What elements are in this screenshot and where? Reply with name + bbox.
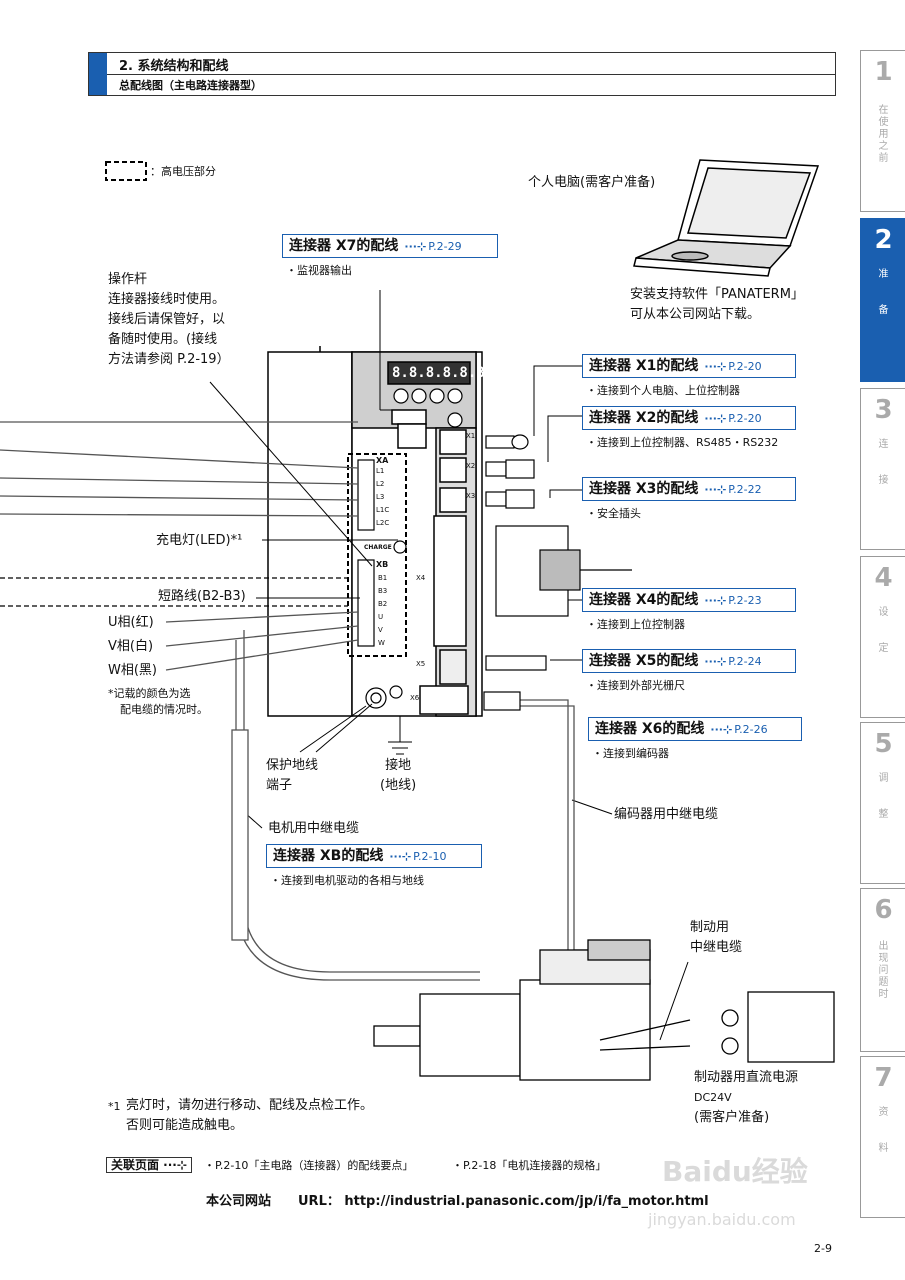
encoder-cable-label: 编码器用中继电缆 [614, 807, 719, 822]
connector-x3-desc: ・安全插头 [586, 507, 641, 520]
w-phase-label: W相(黑) [108, 663, 157, 678]
high-voltage-legend-box [105, 161, 147, 181]
tab-number: 3 [874, 395, 893, 425]
footnote: 亮灯时，请勿进行移动、配线及点检工作。 否则可能造成触电。 [126, 1098, 374, 1133]
section-title: 2. 系统结构和配线 [119, 59, 229, 74]
tab-number: 1 [874, 57, 893, 87]
pc-title: 个人电脑(需客户准备) [528, 175, 656, 190]
tab-3[interactable]: 3 连 接 [860, 388, 905, 550]
charge-label: CHARGE [364, 544, 392, 551]
connector-x1-desc: ・连接到个人电脑、上位控制器 [586, 384, 740, 397]
connector-xb-desc: ・连接到电机驱动的各相与地线 [270, 874, 424, 887]
connector-x4-link[interactable]: 连接器 X4的配线···⊹P.2-23 [582, 588, 796, 612]
watermark: Baidu经验 [662, 1155, 808, 1188]
connector-x1-link[interactable]: 连接器 X1的配线···⊹P.2-20 [582, 354, 796, 378]
short-wire-label: 短路线(B2-B3) [158, 589, 246, 604]
port-x2-label: X2 [466, 462, 476, 470]
tab-5[interactable]: 5 调 整 [860, 722, 905, 884]
ground-label: 接地 (地线) [380, 758, 417, 793]
section-header: 2. 系统结构和配线 总配线图（主电路连接器型） [88, 52, 836, 96]
tab-label: 调 整 [878, 773, 889, 820]
footer-url[interactable]: URL： http://industrial.panasonic.com/jp/… [298, 1194, 709, 1209]
brake-power-label: 制动器用直流电源 DC24V (需客户准备) [694, 1070, 799, 1125]
color-note: *记载的颜色为选 配电缆的情况时。 [108, 687, 208, 716]
laptop-icon [633, 159, 820, 277]
tab-4[interactable]: 4 设 定 [860, 556, 905, 718]
connector-x5-desc: ・连接到外部光栅尺 [586, 679, 685, 692]
related-label: 关联页面 ···⊹ [106, 1157, 192, 1173]
high-voltage-legend-text: ：高电压部分 [150, 165, 216, 178]
tab-label: 设 定 [878, 607, 889, 654]
tab-label: 连 接 [878, 439, 889, 486]
tab-number: 4 [874, 563, 893, 593]
tab-label: 出现问题时 [878, 941, 889, 1000]
connector-x7-desc: ・监视器输出 [286, 264, 352, 277]
header-accent-bar [89, 53, 107, 95]
footer-site-label: 本公司网站 [206, 1194, 272, 1209]
connector-x5-link[interactable]: 连接器 X5的配线···⊹P.2-24 [582, 649, 796, 673]
xa-label: XA [376, 456, 389, 465]
lever-note: 操作杆 连接器接线时使用。 接线后请保管好，以 备随时使用。(接线 方法请参阅 … [108, 272, 230, 367]
u-phase-label: U相(红) [108, 615, 154, 630]
related-ref-2[interactable]: ・P.2-18「电机连接器的规格」 [452, 1159, 607, 1172]
tab-6[interactable]: 6 出现问题时 [860, 888, 905, 1052]
related-pages: 关联页面 ···⊹ [106, 1154, 192, 1173]
port-x1-label: X1 [466, 432, 476, 440]
pc-note-1: 安装支持软件「PANATERM」 [630, 287, 804, 302]
connector-x2-desc: ・连接到上位控制器、RS485・RS232 [586, 436, 779, 449]
driver-display: 8.8.8.8.8.8 [392, 365, 485, 381]
related-ref-1[interactable]: ・P.2-10「主电路（连接器）的配线要点」 [204, 1159, 414, 1172]
port-x5-label: X5 [416, 660, 426, 668]
high-voltage-region [347, 453, 407, 657]
tab-2[interactable]: 2 准 备 [860, 218, 905, 382]
pc-note-2: 可从本公司网站下载。 [630, 307, 761, 322]
tab-label: 准 备 [878, 269, 889, 316]
connector-x6-link[interactable]: 连接器 X6的配线···⊹P.2-26 [588, 717, 802, 741]
page-number: 2-9 [814, 1242, 832, 1255]
section-subtitle: 总配线图（主电路连接器型） [119, 79, 262, 92]
connector-x7-link[interactable]: 连接器 X7的配线···⊹P.2-29 [282, 234, 498, 258]
panel-buttons [393, 388, 463, 428]
connector-x6-desc: ・连接到编码器 [592, 747, 669, 760]
pe-terminal-label: 保护地线 端子 [266, 758, 319, 793]
xb-label: XB [376, 560, 389, 569]
connector-x2-link[interactable]: 连接器 X2的配线···⊹P.2-20 [582, 406, 796, 430]
port-x4-label: X4 [416, 574, 426, 582]
footnote-mark: *1 [108, 1100, 121, 1113]
charge-led-label: 充电灯(LED)*¹ [156, 533, 243, 548]
tab-1[interactable]: 1 在使用之前 [860, 50, 905, 212]
v-phase-label: V相(白) [108, 639, 154, 654]
tab-label: 在使用之前 [878, 105, 889, 164]
tab-label: 资 料 [878, 1107, 889, 1154]
connector-x4-desc: ・连接到上位控制器 [586, 618, 685, 631]
connector-xb-link[interactable]: 连接器 XB的配线···⊹P.2-10 [266, 844, 482, 868]
motor-cable-label: 电机用中继电缆 [268, 821, 360, 836]
port-x3-label: X3 [466, 492, 476, 500]
tab-7[interactable]: 7 资 料 [860, 1056, 905, 1218]
plugs [483, 434, 632, 711]
motor-phase-wires [165, 611, 480, 981]
watermark-sub: jingyan.baidu.com [648, 1210, 796, 1229]
port-x6-label: X6 [410, 694, 420, 702]
servo-motor [373, 939, 739, 1081]
brake-power-supply [747, 991, 835, 1063]
encoder-cable [516, 699, 590, 957]
connector-x3-link[interactable]: 连接器 X3的配线···⊹P.2-22 [582, 477, 796, 501]
tab-number: 6 [874, 895, 893, 925]
brake-cable-label: 制动用 中继电缆 [690, 920, 743, 955]
tab-number: 7 [874, 1063, 893, 1093]
tab-number: 5 [874, 729, 893, 759]
tab-number: 2 [874, 225, 893, 255]
